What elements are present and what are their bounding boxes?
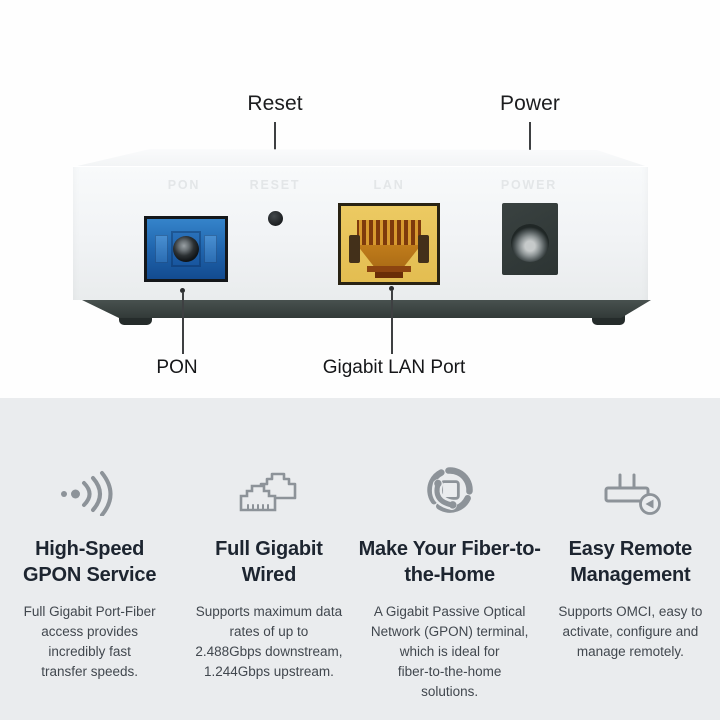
lan-port-latch-right [418,235,429,263]
feature-icon-box [0,464,179,516]
feature-icon-box [541,464,720,516]
device-top-face [73,149,648,167]
reset-pointer-line [274,122,276,172]
callout-reset-label: Reset [247,92,303,115]
lan-port-tab-outer [367,266,411,272]
device-base [82,300,651,318]
lan-pointer-line [391,290,393,354]
lan-port-cavity [357,245,421,267]
feature-title: Full Gigabit Wired [215,538,323,586]
pon-pointer-dot [180,288,185,293]
pon-port-inner [147,219,225,279]
feature-fiber-to-home: Make Your Fiber-to- the-Home A Gigabit P… [359,398,541,720]
pon-port-ferrule [173,236,199,262]
panel-label-reset: RESET [249,178,301,192]
lan-port-latch-left [349,235,360,263]
feature-title: Easy Remote Management [568,538,693,586]
feature-remote-management: Easy Remote Management Supports OMCI, ea… [541,398,720,720]
lan-port-pins [357,220,421,245]
callout-power-label: Power [499,92,561,115]
pon-port-flange-left [155,235,168,263]
feature-description: Supports OMCI, easy to activate, configu… [558,604,703,659]
power-jack-pin [511,224,549,262]
callout-pon-label: PON [156,357,198,378]
ethernet-ports-icon [239,472,297,512]
feature-icon-box [359,464,541,516]
lan-pointer-dot [389,286,394,291]
feature-icon-box [179,464,358,516]
globe-handset-icon [426,467,473,513]
pon-port-flange-right [204,235,217,263]
feature-title: High-Speed GPON Service [23,538,157,586]
features-section: High-Speed GPON Service Full Gigabit Por… [0,398,720,720]
reset-button [268,211,283,226]
lan-port [338,203,440,285]
lan-port-tab-inner [375,272,403,278]
panel-label-lan: LAN [373,178,405,192]
feature-description: Supports maximum data rates of up to 2.4… [195,604,343,679]
callout-lan-label: Gigabit LAN Port [322,357,466,378]
feature-description: A Gigabit Passive Optical Network (GPON)… [370,604,529,699]
feature-title: Make Your Fiber-to- the-Home [358,538,541,586]
panel-label-power: POWER [500,178,558,192]
power-jack [502,203,558,275]
router-remote-icon [604,473,662,515]
signal-waves-icon [60,471,113,516]
power-pointer-line [529,122,531,172]
panel-label-pon: PON [167,178,201,192]
pon-pointer-line [182,292,184,354]
feature-gpon-service: High-Speed GPON Service Full Gigabit Por… [0,398,179,720]
feature-gigabit-wired: Full Gigabit Wired Supports maximum data… [179,398,358,720]
feature-description: Full Gigabit Port-Fiber access provides … [23,604,156,679]
pon-fiber-port [144,216,228,282]
device-photo-section: Reset Power PON RESET LAN POWER P [73,92,651,378]
